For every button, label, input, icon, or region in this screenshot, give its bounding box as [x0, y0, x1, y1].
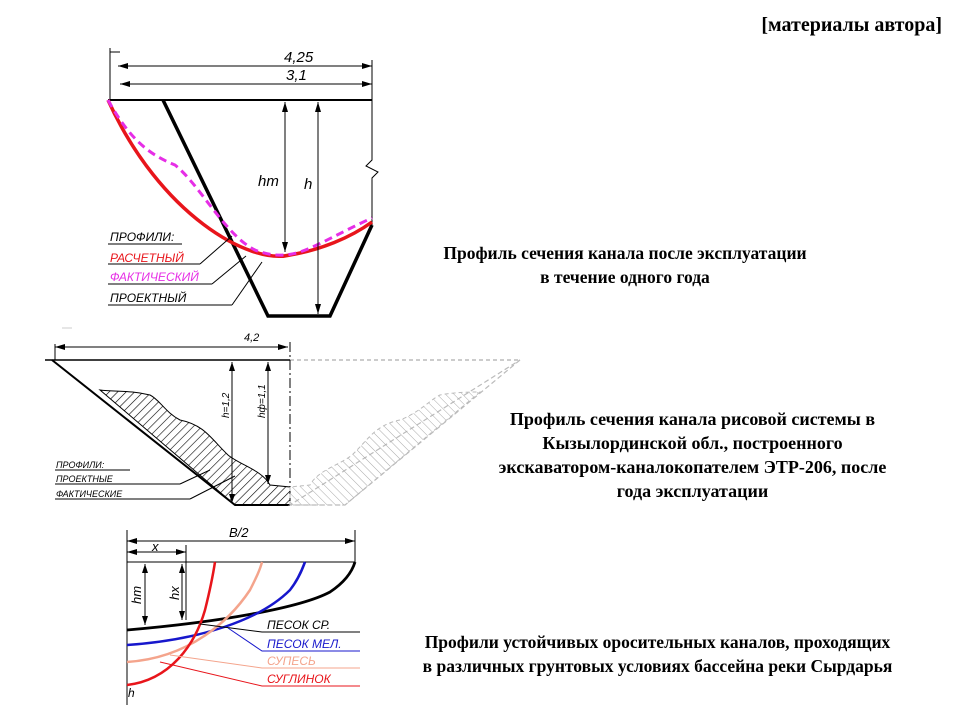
depth-actual-label: hф=1,1: [256, 384, 268, 418]
half-width-label: B/2: [229, 525, 249, 540]
caption-1-line-2: в течение одного года: [540, 267, 710, 287]
dimension-4-25-label: 4,25: [284, 49, 314, 66]
depth-h-label: h: [304, 176, 312, 193]
h-axis-label: h: [128, 686, 135, 700]
diagram-rice-system-canal: 4,2 h=1,2 hф=1,1: [45, 327, 521, 506]
eroded-area-mirror: [289, 391, 482, 506]
caption-2-line-4: года эксплуатации: [616, 481, 769, 501]
caption-2-line-2: Кызылординской обл., построенного: [542, 433, 843, 453]
curve-sand-fine: [126, 561, 307, 647]
caption-3-line-1: Профили устойчивых оросительных каналов,…: [424, 632, 891, 652]
break-symbol: [365, 100, 379, 225]
curve-loam: [126, 561, 217, 687]
diagram-stable-canal-profiles: B/2 x hm hx h ПЕСОК СР. ПЕСОК МЕЛ. СУПЕС…: [126, 525, 360, 705]
legend3-sand-fine: ПЕСОК МЕЛ.: [267, 637, 342, 651]
author-credit: [материалы автора]: [761, 14, 942, 36]
curve-sand-medium: [126, 561, 357, 632]
hm-label: hm: [129, 586, 144, 604]
diagram-canal-after-one-year: 4,25 3,1 hm h ПРОФИЛИ: РАСЧЕТНЫЙ: [106, 48, 379, 318]
caption-3-line-2: в различных грунтовых условиях бассейна …: [422, 656, 893, 676]
legend1-actual: ФАКТИЧЕСКИЙ: [110, 268, 199, 284]
actual-profile-curve: [106, 99, 373, 257]
legend1-design: ПРОЕКТНЫЙ: [110, 289, 187, 305]
legend3-loam: СУГЛИНОК: [267, 672, 332, 686]
depth-hm-label: hm: [258, 173, 279, 190]
legend1-calculated: РАСЧЕТНЫЙ: [110, 249, 184, 265]
legend2-title: ПРОФИЛИ:: [56, 460, 105, 470]
caption-2-line-3: экскаватором-каналокопателем ЭТР-206, по…: [498, 457, 887, 477]
legend1-title: ПРОФИЛИ:: [110, 230, 174, 244]
legend3-sand-medium: ПЕСОК СР.: [267, 618, 330, 632]
caption-1-line-1: Профиль сечения канала после эксплуатаци…: [443, 243, 807, 263]
caption-diagram-1: Профиль сечения канала после эксплуатаци…: [395, 241, 855, 289]
design-profile-trapezoid: [161, 99, 374, 318]
caption-diagram-3: Профили устойчивых оросительных каналов,…: [385, 630, 930, 678]
dimension-3-1-label: 3,1: [286, 67, 307, 84]
caption-diagram-2: Профиль сечения канала рисовой системы в…: [455, 407, 930, 503]
dimension-4-2-label: 4,2: [244, 332, 259, 344]
design-profile-left: [51, 359, 290, 506]
legend2-actual: ФАКТИЧЕСКИЕ: [56, 489, 123, 499]
legend3-sandy-loam: СУПЕСЬ: [267, 654, 316, 668]
depth-design-label: h=1,2: [221, 392, 232, 418]
x-label: x: [151, 539, 159, 554]
hx-label: hx: [167, 586, 182, 600]
eroded-area-hatch: [98, 389, 291, 506]
caption-2-line-1: Профиль сечения канала рисовой системы в: [509, 409, 876, 429]
legend2-design: ПРОЕКТНЫЕ: [56, 474, 114, 484]
curve-sandy-loam: [126, 561, 264, 664]
